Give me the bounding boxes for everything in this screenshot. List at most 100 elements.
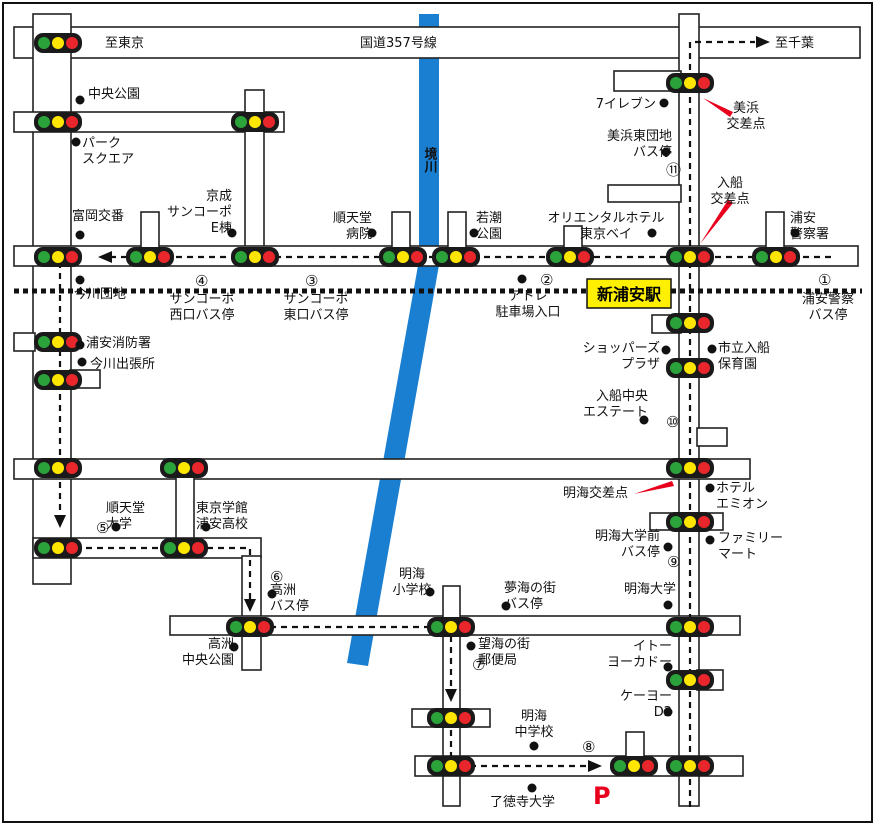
direction-west: 至東京 [105,35,144,51]
traffic-signal [34,332,82,352]
traffic-signal [126,247,174,267]
landmark-dot [663,542,673,552]
landmark-dot [529,741,539,751]
landmark-irifune-chuo-estate: 入船中央エステート [583,389,648,420]
landmark-boukai-post: 望海の街郵便局 [478,636,530,668]
bus-stop-number: ⑦ [472,656,485,674]
route-name: 国道357号線 [360,35,437,51]
landmark-takasu-bus: 高洲バス停 [270,582,309,614]
traffic-signal [427,708,475,728]
traffic-signal [610,756,658,776]
meikai-intersection: 明海交差点 [563,485,628,501]
landmark-dot [466,641,476,651]
landmark-dot [639,415,649,425]
traffic-signal [666,313,714,333]
landmark-dot [707,344,717,354]
traffic-signal [666,458,714,478]
traffic-signal [546,247,594,267]
traffic-signal [432,247,480,267]
traffic-signal [160,458,208,478]
landmark-dot [663,662,673,672]
landmark-irifune-nursery: 市立入船保育園 [718,340,770,372]
landmark-atre-parking: アトレ駐車場入口 [495,289,560,320]
river-name: 境川 [422,146,439,173]
landmark-dot [659,98,669,108]
landmark-family-mart: ファミリーマート [718,531,783,562]
traffic-signal [34,112,82,132]
bus-stop-3-label: サンコーポ東口バス停 [283,292,348,323]
traffic-signal [666,512,714,532]
landmark-oriental-hotel: オリエンタルホテル東京ベイ [547,211,664,242]
landmark-park-square: パークスクエア [82,136,134,167]
traffic-signal [666,756,714,776]
bus-stop-4-label: サンコーポ西口バス停 [169,292,234,323]
landmark-dot [469,228,479,238]
landmark-chuo-koen: 中央公園 [88,87,140,102]
traffic-signal [666,358,714,378]
traffic-signal [666,73,714,93]
landmark-imagawa-office: 今川出張所 [90,356,155,372]
landmark-mihama-higashi-danchi: 美浜東団地バス停 [607,128,672,160]
landmark-dot [663,707,673,717]
parking-icon: P [593,782,611,810]
landmark-tomioka-koban: 富岡交番 [72,208,124,224]
landmark-dot [229,642,239,652]
traffic-signal [231,247,279,267]
bus-stop-1-label: 浦安警察バス停 [802,291,854,323]
landmark-dot [75,230,85,240]
traffic-signal [752,247,800,267]
landmark-dot [77,357,87,367]
landmark-dot [661,147,671,157]
landmark-dot [201,522,211,532]
landmark-dot [111,522,121,532]
bus-stop-number: ⑪ [666,161,681,179]
sakai-river [347,14,439,666]
landmark-takasu-chuo-koen: 高洲中央公園 [182,636,234,668]
landmark-ito-yokado: イトーヨーカドー [607,639,672,670]
landmark-dot [790,228,800,238]
landmark-shoppers-plaza: ショッパーズプラザ [583,340,660,372]
mihama-intersection: 美浜交差点 [726,101,765,132]
landmark-meikai-univ: 明海大学 [624,581,676,597]
landmark-imagawa-danchi: 今川団地 [74,286,126,302]
traffic-signal [34,458,82,478]
landmark-seven-eleven: 7イレブン [596,96,656,112]
traffic-signal [160,538,208,558]
landmark-dot [227,228,237,238]
landmark-dot [527,783,537,793]
landmark-urayasu-fire: 浦安消防署 [86,335,151,351]
landmark-hotel-emion: ホテルエミオン [716,481,768,512]
direction-east: 至千葉 [775,36,814,51]
landmark-dot [425,587,435,597]
landmark-dot [517,274,527,284]
landmark-dot [661,345,671,355]
traffic-signal [379,247,427,267]
bus-stop-number: ① [818,271,831,289]
bus-stop-number: ③ [305,272,318,290]
landmark-dot [267,589,277,599]
bus-stop-number: ④ [195,272,208,290]
landmark-wakashio-koen: 若潮公園 [476,210,502,242]
landmark-dot [705,535,715,545]
landmark-dot [647,228,657,238]
landmark-dot [75,275,85,285]
station-name: 新浦安駅 [597,285,662,304]
landmark-dot [501,601,511,611]
bus-stop-number: ⑤ [96,519,109,537]
bus-stop-number: ⑥ [270,568,283,586]
bus-stop-number: ⑨ [667,553,680,571]
bus-stop-number: ② [540,271,553,289]
landmark-dot [75,340,85,350]
bus-stop-number: ⑩ [666,413,679,431]
station-box [586,278,672,309]
intersection-pointers [634,98,733,494]
traffic-signal [34,538,82,558]
landmark-juntendo-hospital: 順天堂病院 [333,211,372,242]
traffic-signal [666,247,714,267]
traffic-signal [231,112,279,132]
landmark-meikai-junior: 明海中学校 [514,709,553,740]
landmark-dot [71,137,81,147]
landmark-urayasu-police: 浦安警察署 [790,211,829,242]
irifune-intersection: 入船交差点 [710,176,749,207]
